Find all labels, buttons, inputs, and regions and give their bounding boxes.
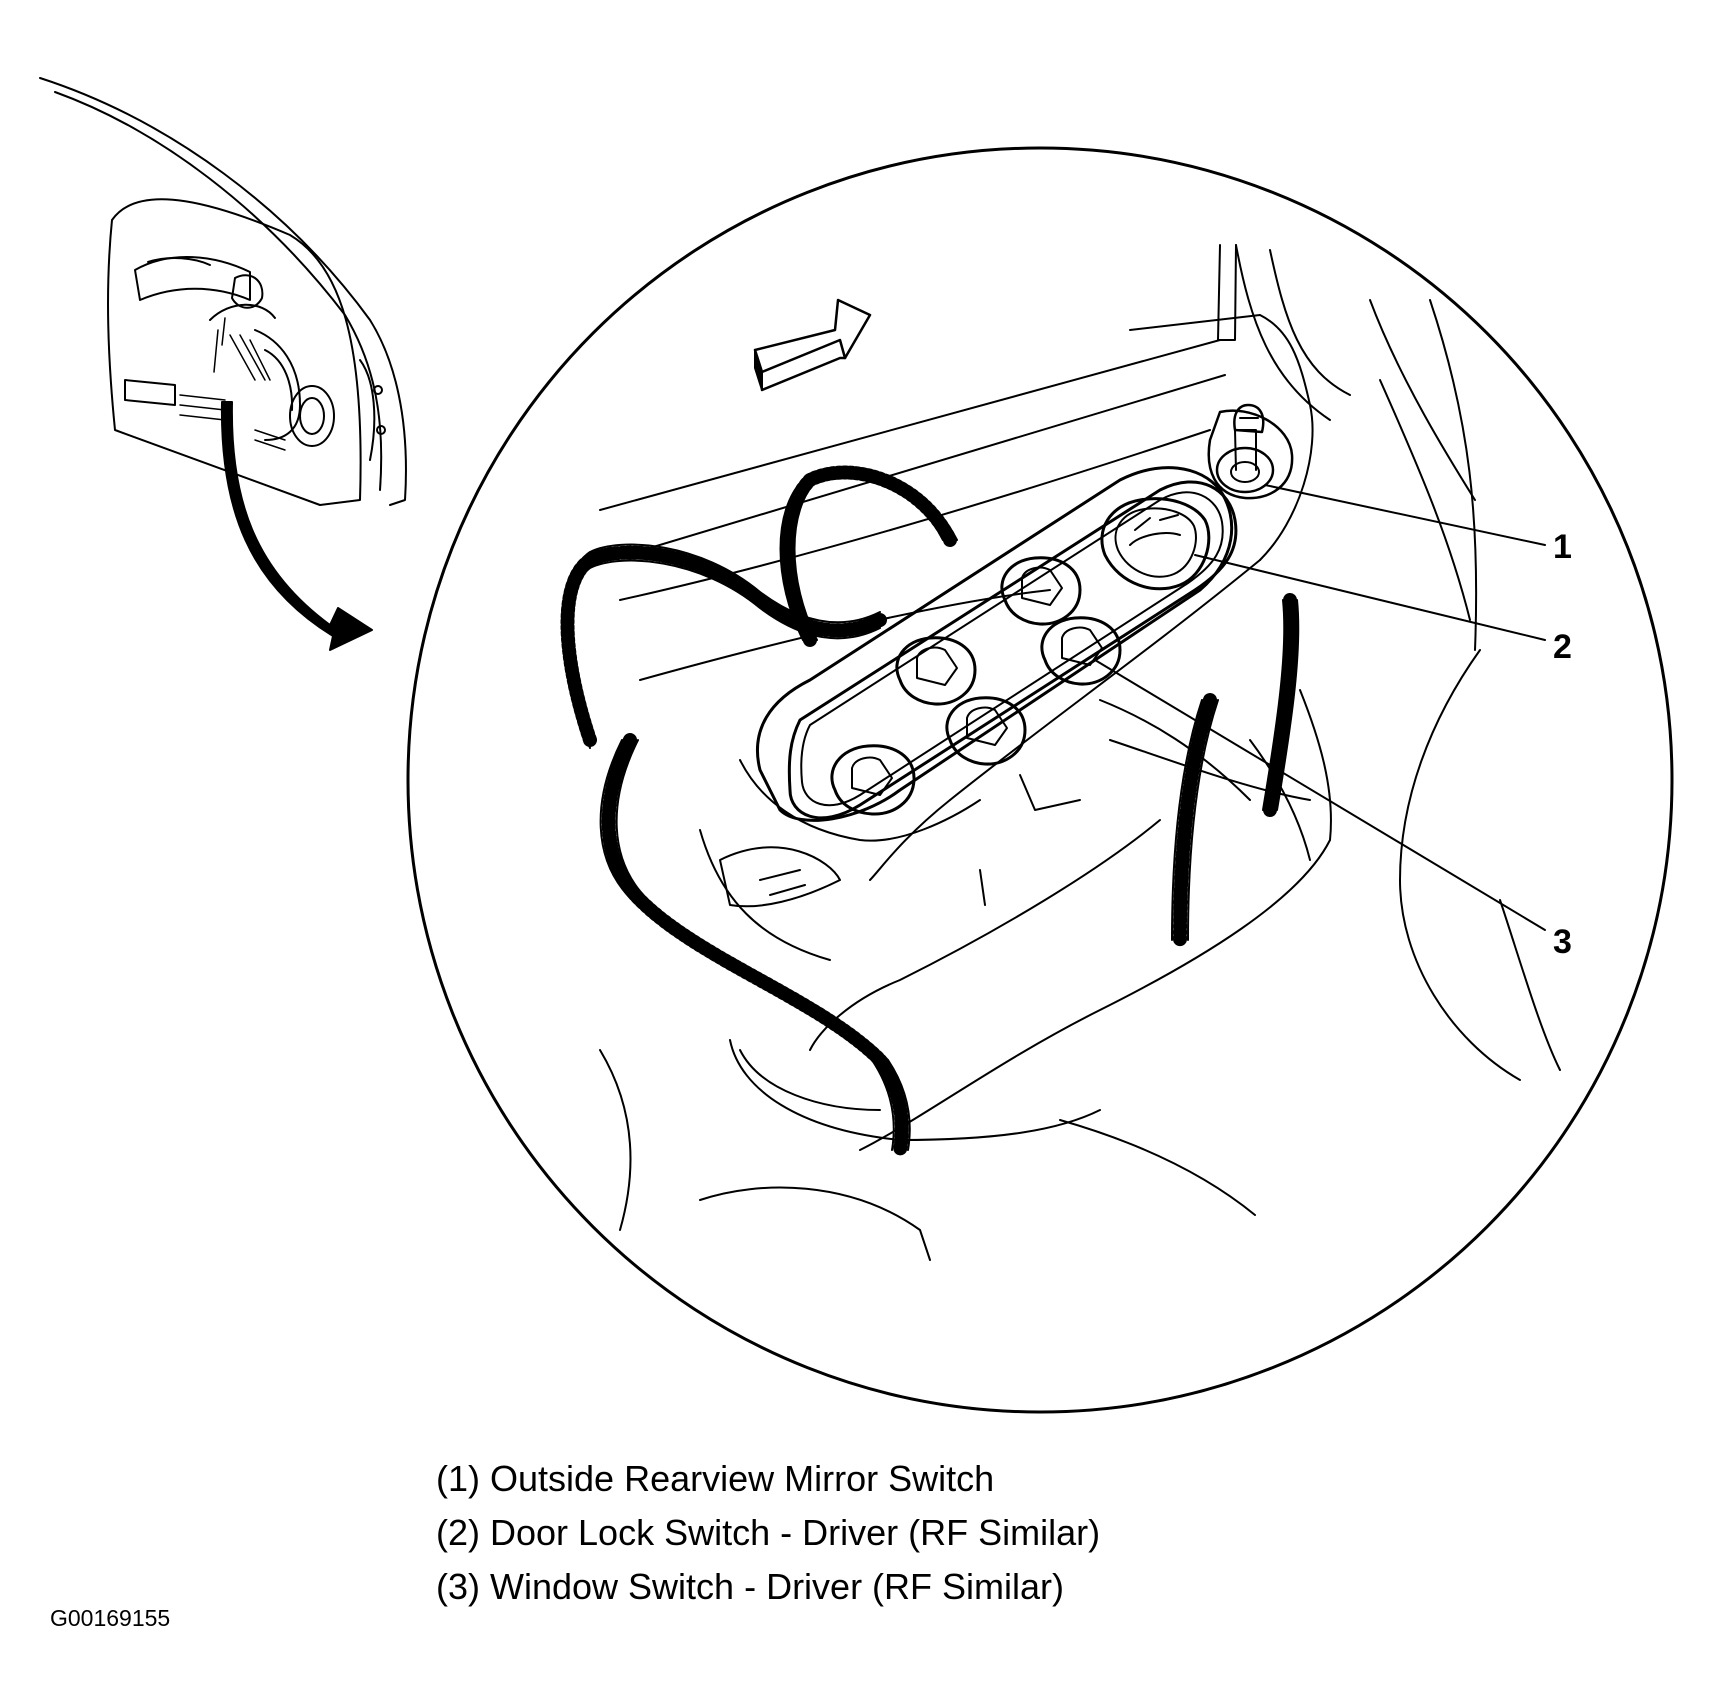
callout-number-2: 2	[1553, 628, 1572, 666]
window-switch-4	[945, 696, 1027, 766]
window-switches	[830, 556, 1122, 816]
legend: (1) Outside Rearview Mirror Switch (2) D…	[436, 1452, 1100, 1614]
door-trim-lines	[599, 244, 1561, 1261]
leader-line-1	[1264, 484, 1546, 546]
front-direction-arrow-icon	[753, 298, 872, 392]
door-overview-icon	[39, 77, 407, 506]
mirror-switch	[1215, 403, 1275, 494]
window-lockout-switch	[830, 744, 916, 816]
window-switch-2	[1040, 616, 1122, 686]
curved-arrow-icon	[220, 401, 373, 651]
leader-line-3	[1094, 659, 1546, 931]
figure-id: G00169155	[50, 1605, 171, 1631]
detail-circle	[406, 146, 1674, 1414]
door-lock-switch	[1100, 497, 1211, 591]
leader-line-2	[1194, 554, 1546, 641]
legend-item-3: (3) Window Switch - Driver (RF Similar)	[436, 1566, 1065, 1607]
wiring-harness	[560, 465, 1300, 1157]
callout-number-1: 1	[1553, 528, 1572, 566]
window-switch-3	[895, 636, 977, 706]
legend-item-1: (1) Outside Rearview Mirror Switch	[436, 1458, 995, 1499]
callout-number-3: 3	[1553, 923, 1572, 961]
leader-lines	[1094, 484, 1546, 931]
legend-item-2: (2) Door Lock Switch - Driver (RF Simila…	[436, 1512, 1101, 1553]
switch-bezel	[755, 409, 1294, 822]
window-switch-1	[1000, 556, 1082, 626]
